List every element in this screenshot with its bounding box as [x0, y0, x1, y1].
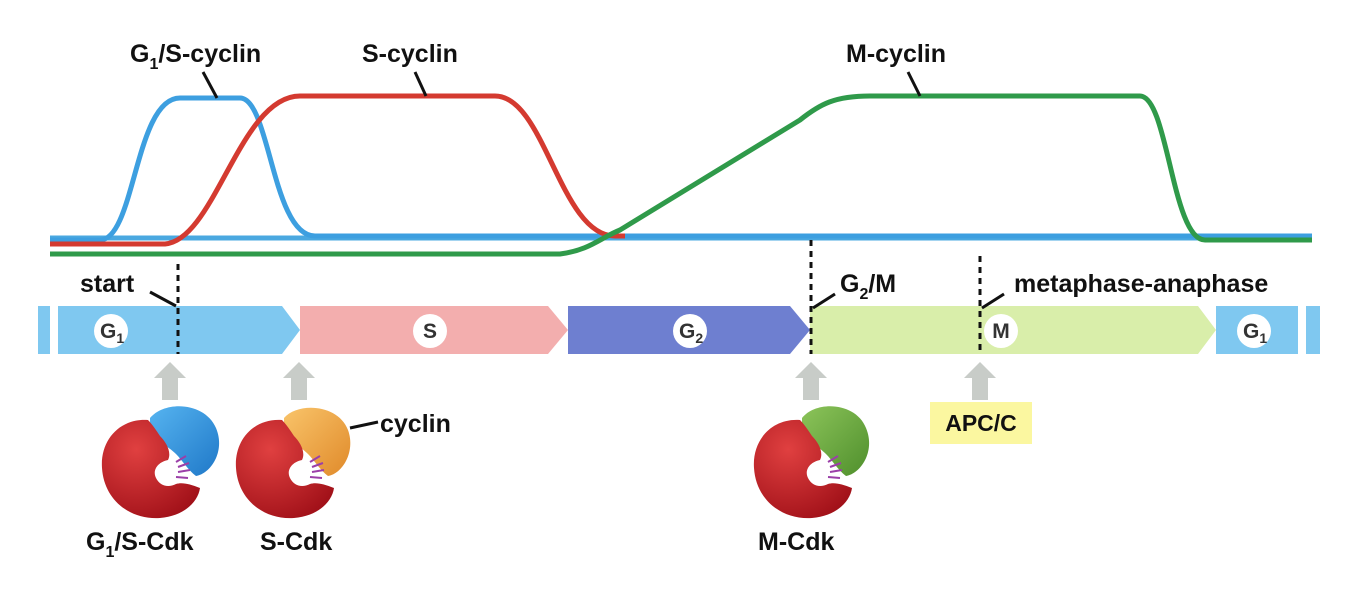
phase-g1-end-circle — [1237, 314, 1271, 348]
phase-g1-circle — [94, 314, 128, 348]
phase-g1-right-edge — [1306, 306, 1320, 354]
s-cdk-arrow — [283, 362, 315, 400]
g1s-cyclin-curve — [50, 95, 1312, 243]
metaphase-leader — [981, 292, 1005, 310]
s-cdk-complex: cyclin S-Cdk — [235, 407, 451, 556]
phase-m-circle — [984, 314, 1018, 348]
phase-s-label: S — [423, 320, 437, 343]
g1s-cdk-shape — [101, 419, 200, 519]
s-active-site — [309, 455, 325, 479]
apcc-label: APC/C — [945, 410, 1017, 436]
phase-g2-label: G2 — [679, 320, 703, 346]
s-cdk-shape — [235, 419, 334, 519]
phase-m-label: M — [992, 320, 1010, 343]
apcc-arrow — [964, 362, 996, 400]
g2m-label: G2/M — [840, 270, 896, 303]
g1s-cdk-arrow — [154, 362, 186, 400]
activation-arrows — [154, 362, 996, 400]
g1s-active-site — [175, 455, 191, 479]
m-cyclin-label: M-cyclin — [846, 40, 946, 68]
m-cdk-arrow — [795, 362, 827, 400]
m-cdk-label: M-Cdk — [758, 528, 834, 556]
cyclin-leader — [349, 420, 379, 430]
phase-s-circle — [413, 314, 447, 348]
cyclin-curves: G1/S-cyclin S-cyclin M-cyclin — [50, 40, 1312, 257]
phase-bar: G1 S G2 M G1 — [38, 306, 1320, 354]
phase-g1-left-edge — [38, 306, 50, 354]
g1s-cyclin-leader — [201, 71, 219, 99]
m-cdk-shape — [753, 419, 852, 519]
phase-g2-circle — [673, 314, 707, 348]
cyclin-label: cyclin — [380, 410, 451, 438]
s-cyclin-curve — [50, 93, 625, 247]
g1s-cyclin-label: G1/S-cyclin — [130, 40, 261, 73]
g2m-leader — [812, 292, 836, 310]
g1s-cdk-complex: G1/S-Cdk — [86, 406, 220, 561]
g1s-cdk-label: G1/S-Cdk — [86, 528, 194, 561]
phase-g1-end-label: G1 — [1243, 320, 1267, 346]
m-cyclin-leader — [906, 71, 922, 97]
s-cyclin-label: S-cyclin — [362, 40, 458, 68]
phase-g1-label: G1 — [100, 320, 124, 346]
m-active-site — [827, 455, 843, 479]
start-label: start — [80, 270, 135, 298]
m-cyclin-curve — [50, 93, 1312, 257]
apcc-box: APC/C — [930, 402, 1032, 444]
apcc-box-bg — [930, 402, 1032, 444]
m-cdk-complex: M-Cdk — [753, 406, 870, 556]
g1s-cyclin-shape — [150, 406, 220, 476]
checkpoints: start G2/M metaphase-anaphase — [80, 240, 1268, 354]
metaphase-anaphase-label: metaphase-anaphase — [1014, 270, 1268, 298]
m-cyclin-shape — [802, 406, 870, 476]
start-leader — [149, 290, 177, 308]
s-cyclin-leader — [413, 71, 428, 97]
s-cdk-label: S-Cdk — [260, 528, 332, 556]
s-cyclin-shape — [284, 407, 351, 476]
